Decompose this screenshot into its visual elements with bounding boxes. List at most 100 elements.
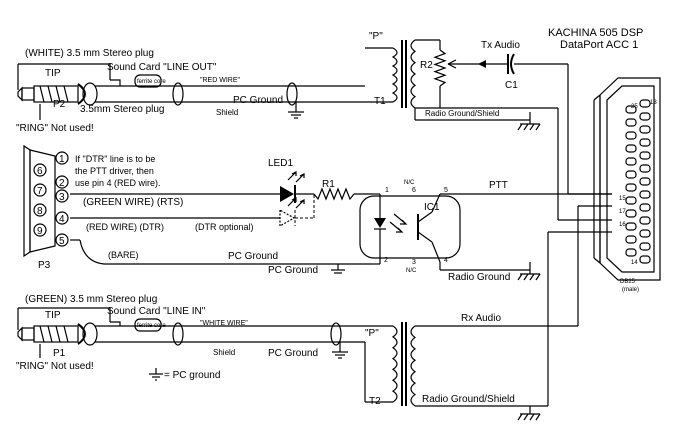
db9-pin-5	[55, 233, 69, 247]
db9-pin-3	[55, 189, 69, 203]
ic1-pin1: 1	[385, 187, 389, 194]
ic1-pin3: 3	[412, 259, 416, 266]
bottom-plug-label: P1	[53, 348, 66, 359]
db9-label: P3	[38, 260, 51, 271]
top-plug-tip-label: TIP	[45, 68, 61, 79]
db25-pin-top-row	[639, 229, 651, 238]
t1-label: T1	[374, 96, 386, 107]
db9-pin-1	[55, 151, 69, 165]
top-wire-label: "RED WIRE"	[200, 77, 240, 84]
pc-ground-lower-label: PC Ground	[268, 265, 318, 276]
top-stereo-plug	[17, 63, 111, 120]
db25-pin-top-row	[639, 242, 651, 251]
db9-pin-6	[33, 163, 47, 177]
db9-pin-label-5: 5	[59, 236, 65, 247]
ic1-pin6: 6	[412, 187, 416, 194]
db25-pin-bottom-row	[625, 105, 637, 114]
potentiometer-r2	[433, 40, 470, 108]
resistor-r1	[313, 187, 355, 201]
top-radio-ground-label: Radio Ground/Shield	[425, 109, 499, 118]
top-plug-title: (WHITE) 3.5 mm Stereo plug	[25, 48, 154, 59]
t1-polarity-mark: "P"	[369, 31, 383, 42]
db9-pin-label-4: 4	[59, 214, 65, 225]
ic1-label: IC1	[424, 202, 440, 213]
db25-pin-top-row	[639, 164, 651, 173]
db25-pin-top-row	[639, 177, 651, 186]
device-port: DataPort ACC 1	[560, 39, 638, 51]
r1-label: R1	[322, 179, 335, 190]
db25-pin-14: 14	[631, 260, 638, 266]
db9-pin-9	[33, 223, 47, 237]
db25-pin-17: 17	[619, 209, 626, 215]
db25-connector	[593, 77, 661, 281]
top-plug-lower-caption: 3.5mm Stereo plug	[80, 104, 165, 115]
bare-wire-label: (BARE)	[108, 250, 139, 260]
tx-audio-label: Tx Audio	[481, 40, 520, 51]
db25-pin-bottom-row	[625, 183, 637, 192]
db9-pin-label-2: 2	[59, 178, 65, 189]
db25-pin-top-row	[639, 125, 651, 134]
dtr-optional-label: (DTR optional)	[195, 222, 254, 232]
ic1-optocoupler	[359, 193, 612, 265]
ic1-pin2: 2	[384, 257, 388, 264]
db25-pin-16: 16	[619, 222, 626, 228]
ic1-pin5: 5	[444, 187, 448, 194]
transformer-t1	[365, 39, 440, 109]
db25-pin-bottom-row	[625, 235, 637, 244]
db25-pin-top-row	[639, 151, 651, 160]
bottom-radio-ground-label: Radio Ground/Shield	[422, 394, 515, 405]
db9-pin-2	[55, 175, 69, 189]
dtr-note-line1: If "DTR" line is to be	[75, 154, 155, 164]
r2-label: R2	[420, 60, 433, 71]
db9-pin-8	[33, 203, 47, 217]
led1	[280, 171, 305, 203]
db25-pin-top-row	[639, 216, 651, 225]
db9-pin-label-8: 8	[37, 206, 43, 217]
db9-pin-label-3: 3	[59, 192, 65, 203]
dtr-note-line2: the PTT driver, then	[75, 166, 154, 176]
bottom-wire-label: "WHITE WIRE"	[200, 320, 248, 327]
top-plug-label: P2	[53, 99, 66, 110]
ic1-nc-top: N/C	[404, 180, 415, 186]
c1-label: C1	[505, 80, 518, 91]
top-ring-note: "RING" Not used!	[16, 123, 94, 134]
db25-gender: (male)	[622, 287, 639, 293]
db25-name: DB25	[620, 279, 636, 285]
db9-pin-4	[55, 211, 69, 225]
pc-ground-legend: = PC ground	[164, 370, 220, 381]
db25-pin-15: 15	[619, 196, 626, 202]
db25-pin-top-row	[639, 112, 651, 121]
db9-pin-label-6: 6	[37, 166, 43, 177]
db25-pin-top-row	[639, 190, 651, 199]
db25-pin-bottom-row	[625, 144, 637, 153]
db25-pin-bottom-row	[625, 222, 637, 231]
svg-text:ferrite core: ferrite core	[137, 79, 166, 85]
db25-pin-top-row	[639, 99, 651, 108]
bottom-plug-title: (GREEN) 3.5 mm Stereo plug	[25, 294, 157, 305]
transformer-t2	[391, 322, 578, 407]
rx-audio-label: Rx Audio	[461, 313, 501, 324]
db25-pin-bottom-row	[625, 248, 637, 257]
top-pc-ground-label: PC Ground	[233, 95, 283, 106]
radio-ground-middle-label: Radio Ground	[448, 272, 510, 283]
db25-pin-top-row	[639, 255, 651, 264]
bottom-plug-tip-label: TIP	[45, 310, 61, 321]
bottom-stereo-plug	[17, 307, 111, 358]
db25-pin-bottom-row	[625, 209, 637, 218]
led1-label: LED1	[268, 158, 293, 169]
dtr-note-line3: use pin 4 (RED wire).	[75, 178, 161, 188]
pc-ground-upper-label: PC Ground	[228, 251, 278, 262]
red-wire-label: (RED WIRE) (DTR)	[86, 222, 164, 232]
db25-pin-25: 25	[631, 104, 638, 110]
ptt-label: PTT	[489, 180, 508, 191]
db25-pin-bottom-row	[625, 170, 637, 179]
device-title: KACHINA 505 DSP	[548, 27, 643, 39]
bottom-ring-note: "RING" Not used!	[16, 361, 94, 372]
top-shield-label: Shield	[216, 108, 238, 117]
db9-pin-label-7: 7	[37, 186, 43, 197]
db25-pin-bottom-row	[625, 157, 637, 166]
db9-pin-label-9: 9	[37, 226, 43, 237]
pc-ground-legend-symbol	[149, 368, 163, 381]
